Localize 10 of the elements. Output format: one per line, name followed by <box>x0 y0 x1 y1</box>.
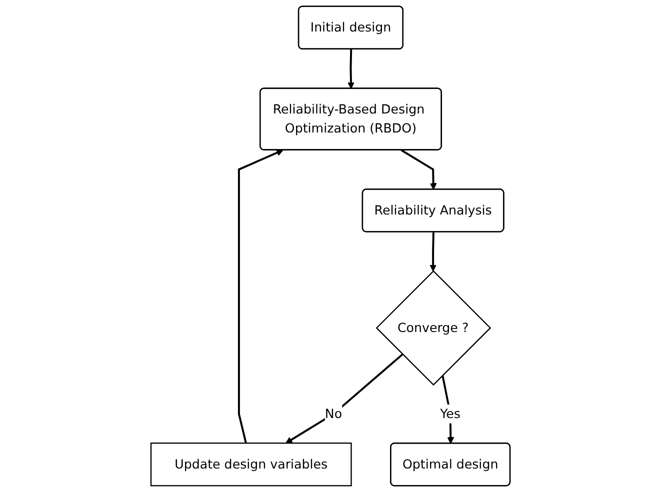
arrow <box>348 49 354 89</box>
node-box: Update design variables <box>150 442 352 486</box>
edge-label: No <box>324 406 342 422</box>
edge-label: Yes <box>440 406 460 422</box>
arrow <box>400 149 437 190</box>
arrow <box>286 354 404 444</box>
arrow <box>238 149 284 444</box>
arrow <box>442 375 454 444</box>
arrow <box>430 232 437 272</box>
node-diamond: Converge ? <box>376 270 492 386</box>
